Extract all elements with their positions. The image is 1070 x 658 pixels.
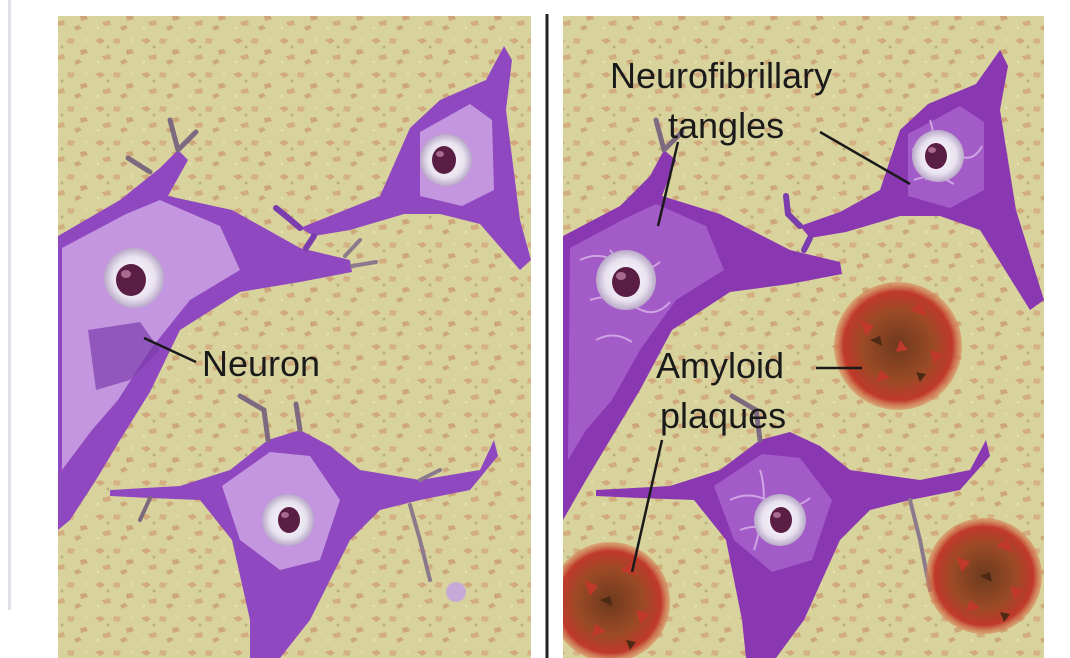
tissue-blob bbox=[446, 582, 466, 602]
neuron-label: Neuron bbox=[202, 343, 320, 384]
amyloid-plaque-bottom-right bbox=[926, 518, 1042, 634]
amyloid-label-line2: plaques bbox=[660, 395, 786, 436]
amyloid-plaque-bottom-left bbox=[550, 542, 670, 658]
neurofibrillary-label-line2: tangles bbox=[668, 105, 784, 146]
amyloid-label-line1: Amyloid bbox=[656, 345, 784, 386]
diseased-tissue-panel: Neurofibrillary tangles Amyloid plaques bbox=[550, 16, 1044, 658]
healthy-tissue-panel: Neuron bbox=[58, 16, 531, 658]
amyloid-plaque-middle bbox=[834, 282, 962, 410]
neurofibrillary-label-line1: Neurofibrillary bbox=[610, 55, 832, 96]
